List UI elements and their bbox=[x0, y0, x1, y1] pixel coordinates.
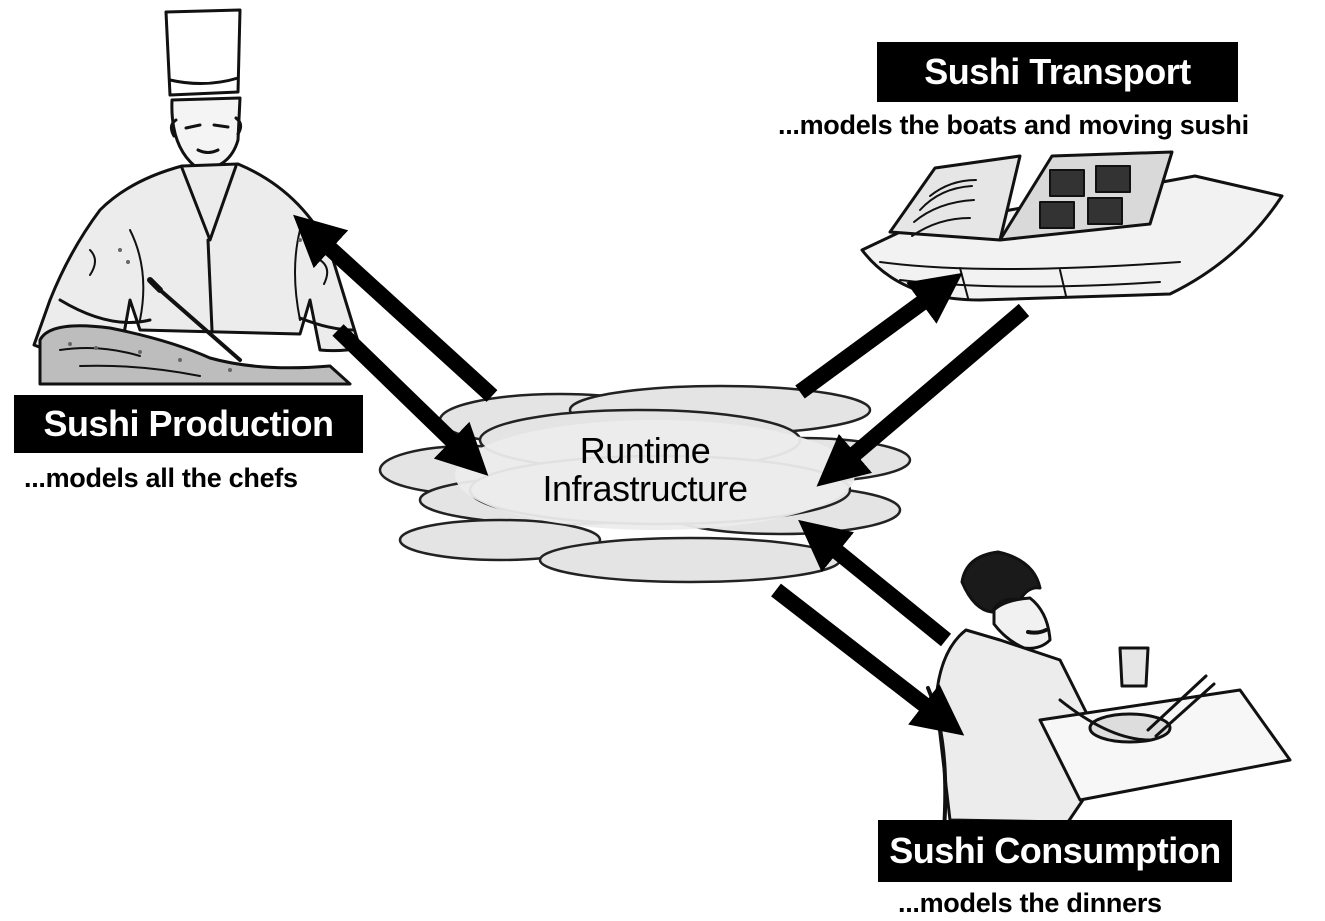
boat-icon bbox=[860, 150, 1284, 302]
arrow-cloud-to-consumption bbox=[771, 583, 965, 736]
sushi-transport-caption: ...models the boats and moving sushi bbox=[778, 110, 1249, 140]
sushi-production-title: Sushi Production bbox=[14, 395, 363, 453]
arrow-production-from-cloud bbox=[293, 214, 498, 402]
sushi-production-caption: ...models all the chefs bbox=[24, 463, 298, 493]
runtime-infrastructure-label: Runtime Infrastructure bbox=[505, 432, 785, 508]
rti-line-2: Infrastructure bbox=[542, 468, 748, 509]
arrow-consumption-to-cloud bbox=[798, 519, 952, 647]
sushi-consumption-caption: ...models the dinners bbox=[898, 888, 1162, 918]
diner-icon bbox=[926, 550, 1292, 832]
sushi-transport-title: Sushi Transport bbox=[877, 42, 1238, 102]
cloud-icon bbox=[378, 384, 912, 584]
arrow-transport-to-cloud bbox=[816, 303, 1030, 487]
rti-line-1: Runtime bbox=[579, 430, 711, 471]
flow-arrows bbox=[293, 214, 1030, 736]
arrow-production-to-cloud bbox=[332, 324, 489, 476]
arrow-cloud-to-transport bbox=[795, 272, 963, 399]
chef-icon bbox=[32, 8, 362, 386]
sushi-consumption-title: Sushi Consumption bbox=[878, 820, 1232, 882]
